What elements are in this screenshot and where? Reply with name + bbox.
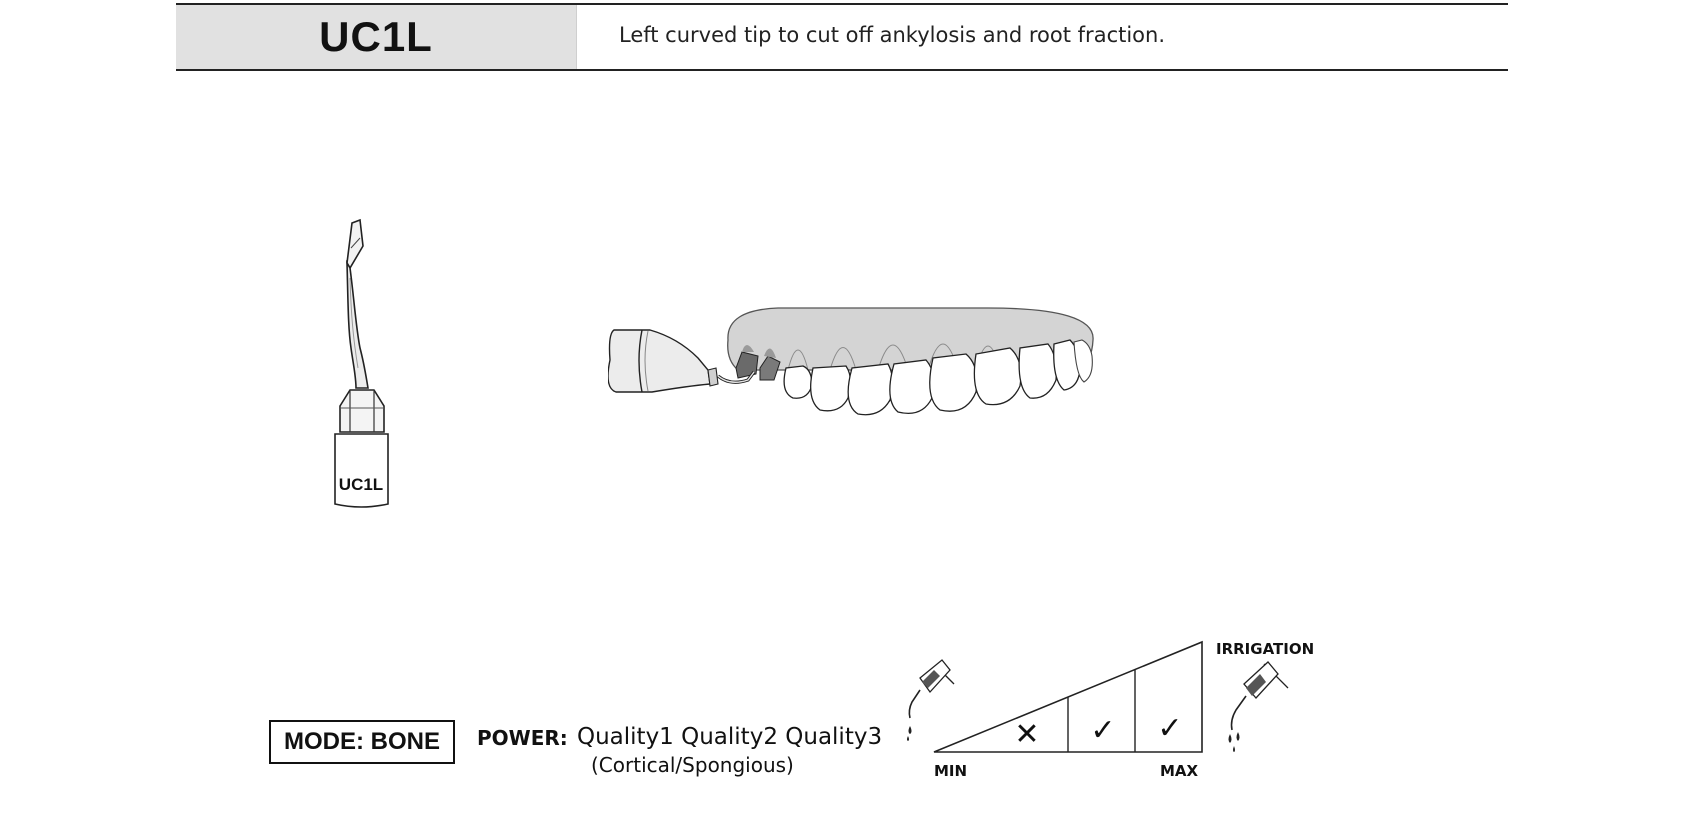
irrigation-min-label: MIN [934, 762, 967, 780]
ultrasonic-tip-icon: UC1L [334, 218, 389, 508]
power-note: (Cortical/Spongious) [591, 753, 794, 777]
handpiece-drip-high-icon [1228, 661, 1289, 752]
irrigation-level-3-mark: ✓ [1157, 711, 1182, 746]
dental-arch-with-handpiece-icon [608, 307, 1094, 416]
irrigation-max-label: MAX [1160, 762, 1199, 780]
irrigation-scale: ✕ ✓ ✓ IRRIGATION MIN MAX [907, 640, 1314, 780]
power-label: POWER: [477, 726, 568, 750]
model-code: UC1L [319, 13, 433, 60]
handpiece-drip-low-icon [907, 659, 955, 741]
irrigation-title: IRRIGATION [1216, 640, 1314, 658]
model-code-box: UC1L [176, 5, 577, 69]
tip-label: UC1L [339, 475, 383, 494]
header-bar: UC1L Left curved tip to cut off ankylosi… [176, 3, 1508, 71]
mode-badge: MODE: BONE [269, 720, 455, 764]
product-description: Left curved tip to cut off ankylosis and… [619, 23, 1166, 47]
power-qualities: Quality1 Quality2 Quality3 [577, 724, 883, 750]
irrigation-level-2-mark: ✓ [1090, 713, 1115, 748]
irrigation-level-1-mark: ✕ [1014, 717, 1039, 752]
mode-label: MODE: BONE [284, 728, 440, 755]
